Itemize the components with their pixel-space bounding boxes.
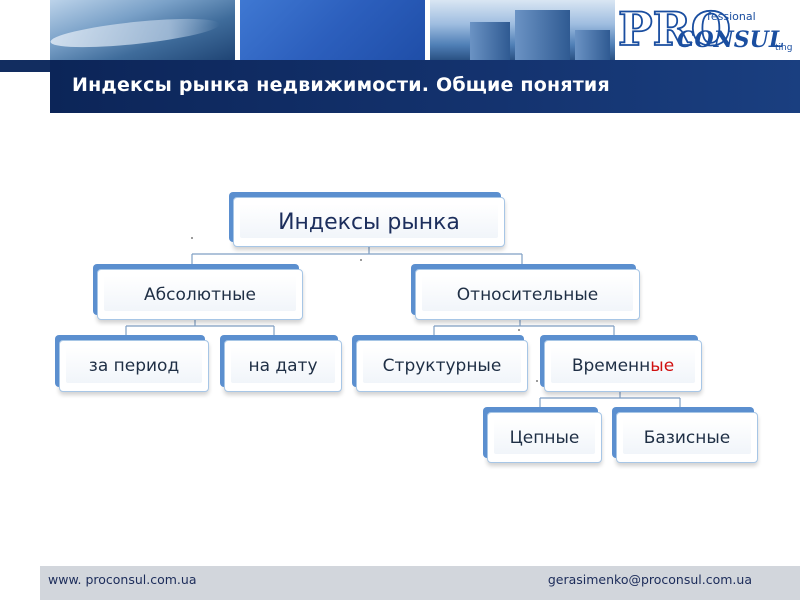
node-label: за период <box>88 356 180 376</box>
footer-bar: www. proconsul.com.ua gerasimenko@procon… <box>40 566 800 600</box>
website-link[interactable]: www. proconsul.com.ua <box>48 572 197 587</box>
tower-shape <box>470 22 510 60</box>
node-on-date: на дату <box>224 340 342 392</box>
node-inner <box>104 276 296 311</box>
tower-shape <box>515 10 570 60</box>
node-chain: Цепные <box>487 412 602 463</box>
node-label: Временные <box>572 356 674 376</box>
node-temporal: Временные <box>544 340 702 392</box>
slide-title: Индексы рынка недвижимости. Общие поняти… <box>72 74 610 96</box>
node-market-indices: Индексы рынка <box>233 197 505 247</box>
banner-photo-keyboard <box>50 0 235 60</box>
node-inner <box>240 204 498 238</box>
node-label: Базисные <box>643 427 731 448</box>
node-label: на дату <box>248 356 318 376</box>
proconsul-logo: PRO fessional CONSUL ting <box>615 0 800 60</box>
node-basic: Базисные <box>616 412 758 463</box>
title-bar: Индексы рынка недвижимости. Общие поняти… <box>50 60 800 113</box>
node-inner <box>623 419 751 454</box>
email-link[interactable]: gerasimenko@proconsul.com.ua <box>547 572 752 587</box>
logo-pro-text: PRO <box>618 2 731 56</box>
node-inner <box>363 347 521 383</box>
tower-shape <box>575 30 610 60</box>
node-for-period: за период <box>59 340 209 392</box>
node-inner <box>422 276 633 311</box>
title-accent <box>0 60 50 72</box>
node-label-highlight: ые <box>650 356 675 376</box>
node-inner <box>494 419 595 454</box>
logo-fessional-text: fessional <box>707 10 756 23</box>
logo-ting-text: ting <box>775 43 792 53</box>
logo-consul-text: CONSUL <box>677 27 784 53</box>
node-inner <box>231 347 335 383</box>
banner-photo-skyscrapers <box>430 0 615 60</box>
node-label: Индексы рынка <box>278 209 460 235</box>
node-label: Цепные <box>509 427 580 448</box>
node-inner <box>66 347 202 383</box>
node-absolute: Абсолютные <box>97 269 303 320</box>
header-banner: PRO fessional CONSUL ting <box>0 0 800 60</box>
node-inner <box>551 347 695 383</box>
node-label: Структурные <box>382 356 502 376</box>
node-relative: Относительные <box>415 269 640 320</box>
node-label: Абсолютные <box>144 284 256 305</box>
banner-photo-blue <box>240 0 425 60</box>
node-label: Относительные <box>456 284 599 305</box>
node-label-main: Временн <box>571 356 651 376</box>
node-structural: Структурные <box>356 340 528 392</box>
